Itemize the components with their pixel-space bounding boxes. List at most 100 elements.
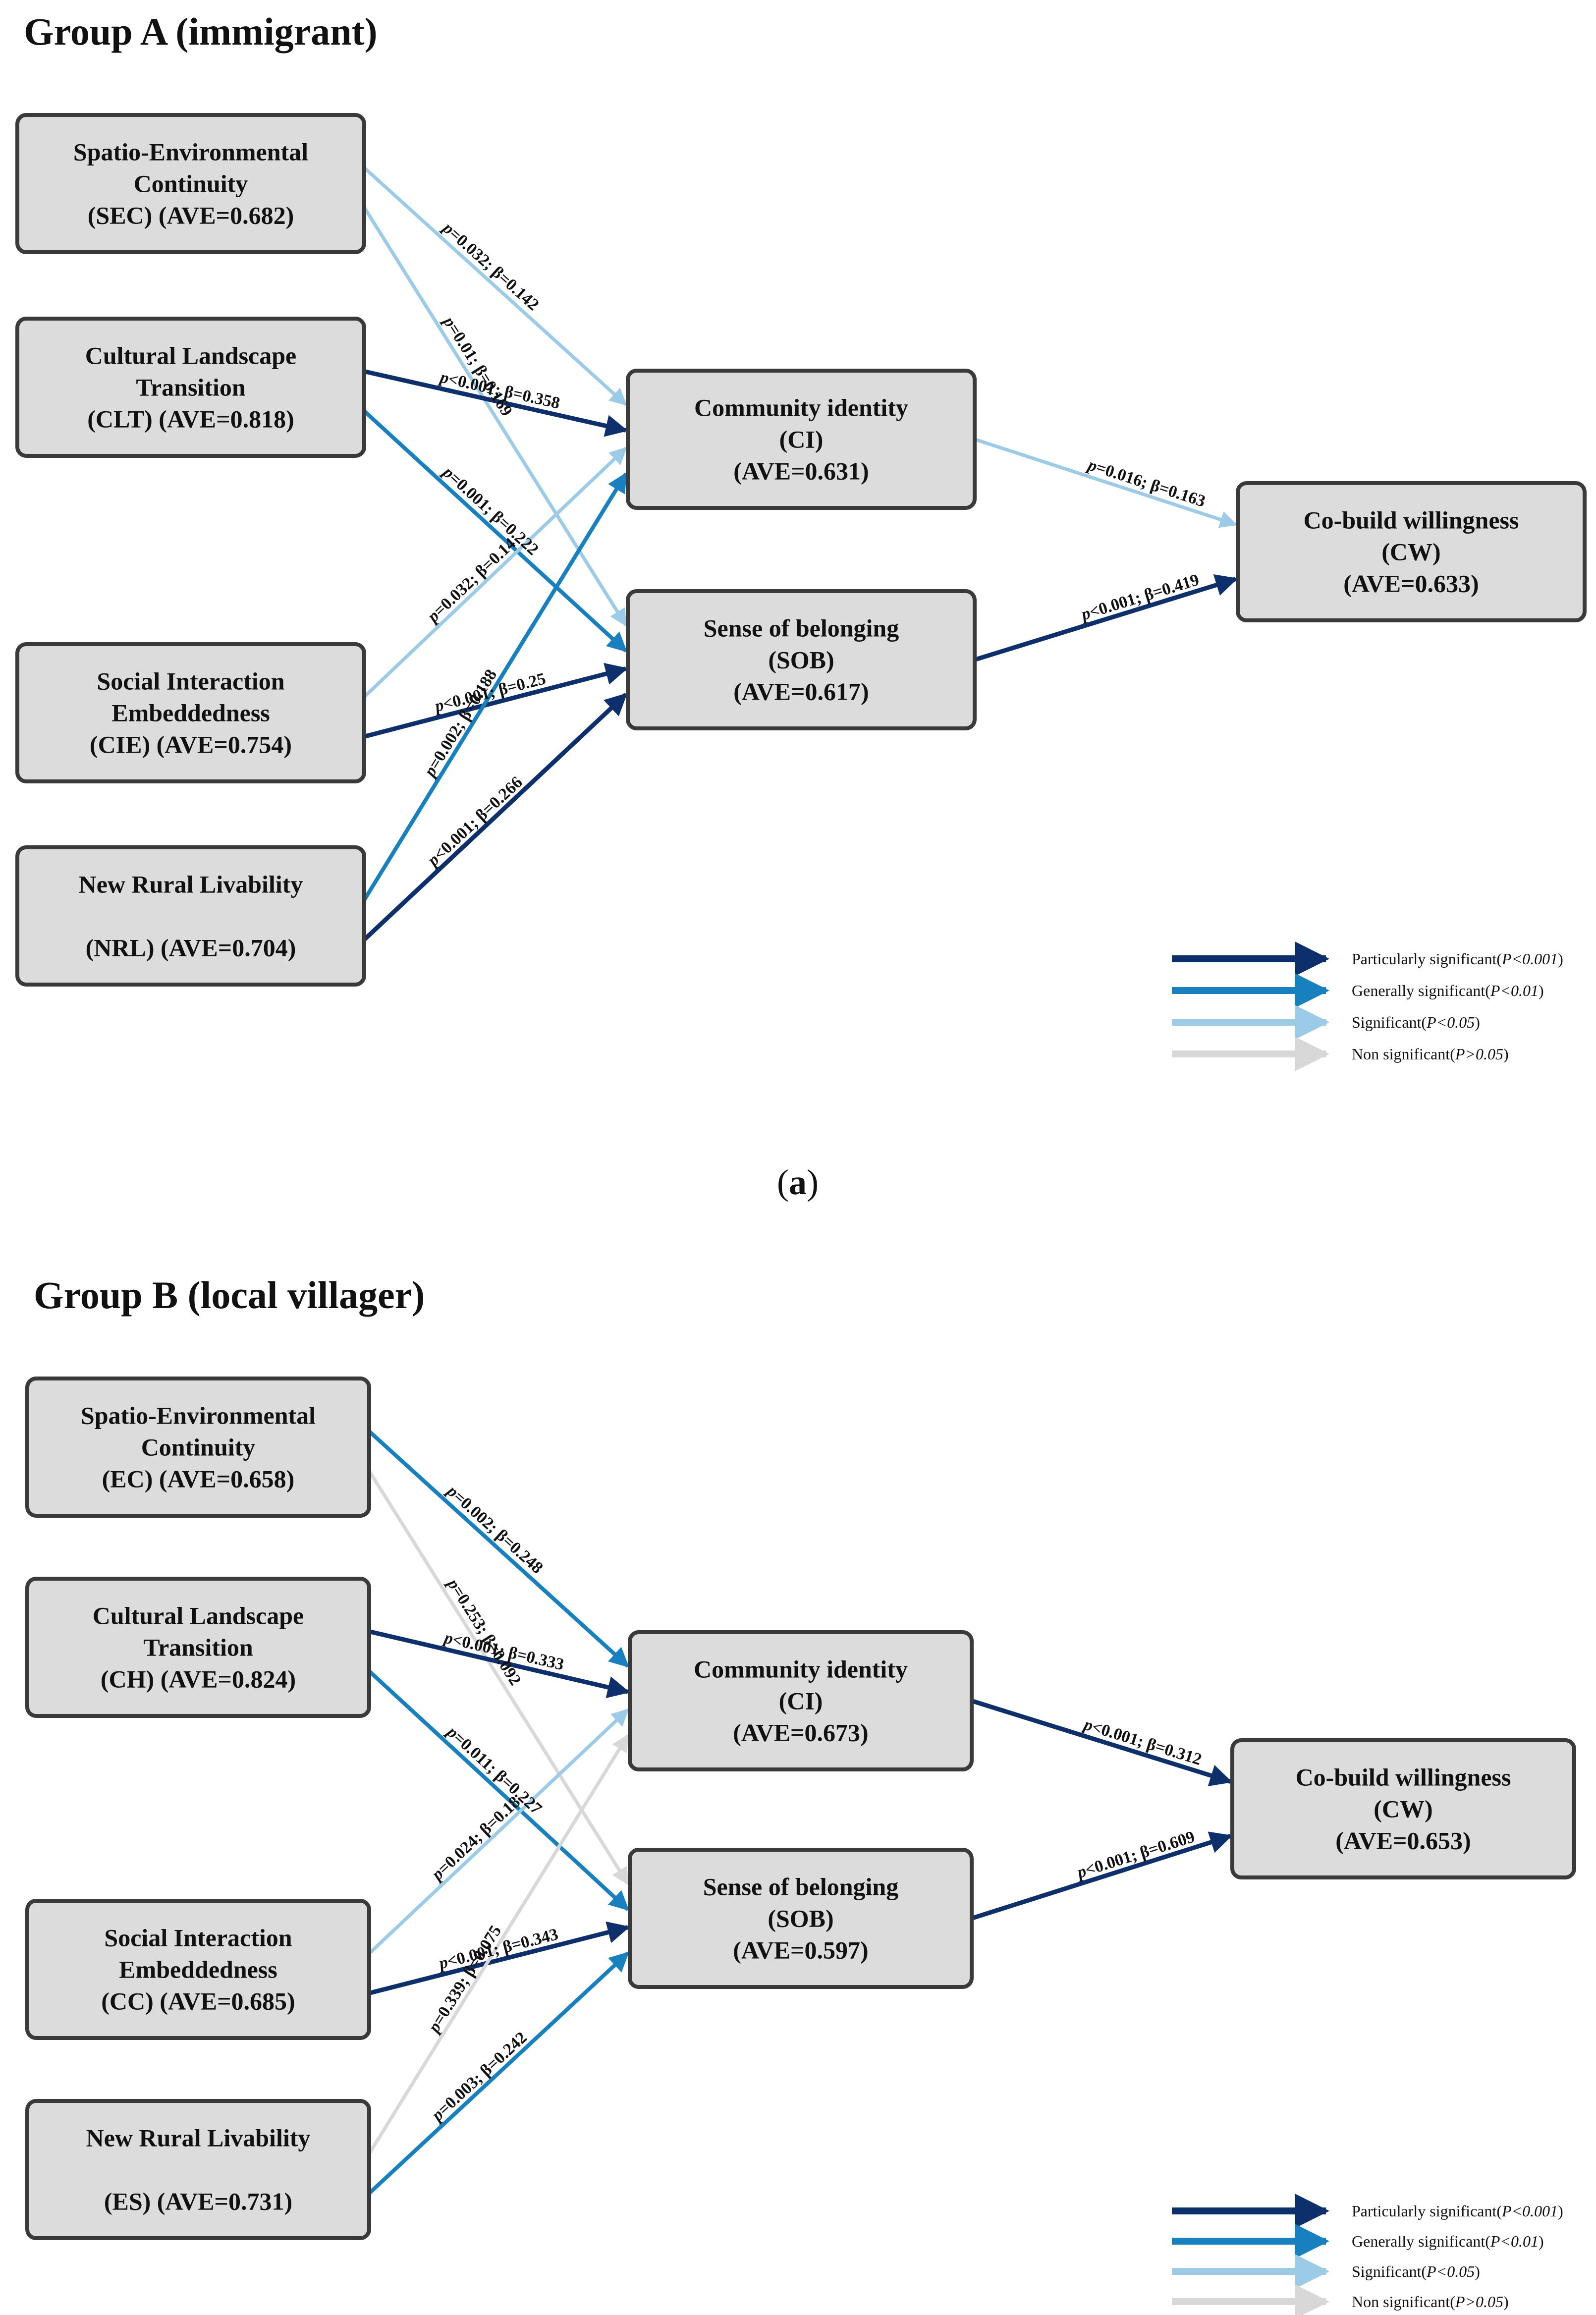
path-label-sob-to-cw: p<0.001; β=0.609 [1074,1827,1197,1882]
node-label-line: (SEC) (AVE=0.682) [88,202,294,229]
panel-a: Group A (immigrant) p=0.032; β=0.142p=0.0… [15,10,1587,1071]
node-sob: Sense of belonging(SOB)(AVE=0.597) [628,1848,974,1989]
node-cw: Co-build willingness (CW) (AVE=0.653) [1230,1738,1576,1879]
node-label-line: Co-build willingness [1296,1764,1511,1791]
node-box [626,589,977,730]
path-label-sec-to-sob: p=0.01; β=0.169 [439,312,516,419]
group-title: Group A (immigrant) [24,10,378,53]
legend-label-nonsig: Non significant(P>0.05) [1352,2293,1509,2311]
arrow-nrl-to-sob [368,1951,629,2195]
arrow-cie-to-ci [368,1708,629,1955]
arrow-clt-to-sob [368,1669,629,1911]
node-label-line: Community identity [694,394,908,422]
node-box [15,113,366,254]
arrow-nrl-to-ci [368,1734,629,2155]
node-label-line: (CW) [1374,1795,1432,1823]
node-box [15,845,366,987]
node-label-line: (ES) (AVE=0.731) [104,2188,292,2215]
legend-label-particularly: Particularly significant(P<0.001) [1352,950,1563,968]
path-label-nrl-to-ci: p=0.339; β=0.075 [424,1922,505,2037]
path-arrows [362,166,1238,941]
legend-label-generally: Generally significant(P<0.01) [1352,2232,1544,2250]
node-label-line: Sense of belonging [704,614,899,642]
node-nrl: New Rural Livability (NRL) (AVE=0.704) [15,845,366,987]
arrow-clt-to-ci [364,369,628,437]
node-label-line: (CC) (AVE=0.685) [101,1987,295,2015]
node-label-line: Community identity [694,1655,908,1683]
node-label-line: (CW) [1381,538,1440,566]
node-label-line: (SOB) [768,1905,833,1932]
node-label-line: Spatio-Environmental [81,1402,316,1430]
node-label-line: Continuity [134,170,248,198]
node-label-line: (NRL) (AVE=0.704) [86,934,296,962]
node-nrl: New Rural Livability (ES) (AVE=0.731) [25,2099,371,2240]
node-label-line: (AVE=0.597) [733,1936,868,1964]
node-box [628,1630,974,1771]
node-label-line: Transition [143,1634,253,1661]
node-box [1236,481,1587,622]
legend-label-significant: Significant(P<0.05) [1352,2262,1480,2280]
node-label-line: Embeddedness [111,699,270,727]
legend: Particularly significant(P<0.001)General… [1172,941,1563,1071]
figure-caption: (a) [777,1162,819,1202]
path-label-nrl-to-sob: p<0.001; β=0.266 [423,773,526,871]
arrow-ci-to-cw [971,1699,1233,1786]
node-box [25,1577,371,1718]
node-box [626,369,977,510]
node-label-line: (CI) [779,426,824,453]
node-label-line: (AVE=0.633) [1343,570,1479,598]
node-label-line: Social Interaction [97,667,284,695]
node-label-line: (CI) [779,1687,823,1715]
node-label-line: (AVE=0.673) [733,1719,868,1747]
node-box [25,2099,371,2240]
arrow-sob-to-cw [974,574,1238,662]
arrow-sec-to-ci [363,166,627,406]
arrow-cie-to-ci [363,446,627,699]
node-label-line: (CIE) (AVE=0.754) [90,731,292,759]
path-label-nrl-to-sob: p=0.003; β=0.242 [427,2028,530,2125]
node-label-line: Spatio-Environmental [73,138,308,166]
path-label-cie-to-ci: p=0.024; β=0.18 [427,1793,524,1885]
node-label-line: (SOB) [768,646,834,674]
path-label-clt-to-sob: p=0.001; β=0.222 [438,462,542,559]
arrow-sec-to-sob [363,206,627,627]
node-ci: Community identity (CI) (AVE=0.673) [628,1630,974,1771]
node-label-line: (CLT) (AVE=0.818) [87,405,294,433]
panel-b: Group B (local villager)p=0.002; β=0.248… [25,1273,1576,2315]
path-label-clt-to-sob: p=0.011; β=0.227 [442,1722,546,1818]
node-label-line: Transition [136,374,246,401]
arrow-sec-to-sob [368,1470,629,1885]
arrow-nrl-to-sob [362,693,628,941]
node-label-line: Embeddedness [119,1956,277,1984]
node-box [25,1377,371,1518]
node-label-line: (AVE=0.653) [1335,1827,1471,1855]
node-label-line: Cultural Landscape [85,342,296,370]
node-label-line: New Rural Livability [86,2124,311,2152]
node-label-line: Co-build willingness [1304,506,1519,534]
arrow-sob-to-cw [971,1831,1233,1921]
node-label-line: (AVE=0.617) [733,678,869,706]
arrow-sec-to-ci [368,1430,629,1668]
path-label-sec-to-ci: p=0.002; β=0.248 [442,1481,547,1577]
node-box [15,317,366,458]
arrow-ci-to-cw [974,438,1238,528]
arrow-cie-to-sob [363,662,628,739]
node-sob: Sense of belonging (SOB) (AVE=0.617) [626,589,977,730]
arrow-cie-to-sob [368,1921,630,1995]
node-label-line: (CH) (AVE=0.824) [101,1665,296,1693]
path-label-ci-to-cw: p=0.016; β=0.163 [1084,455,1208,511]
node-label-line: New Rural Livability [79,871,303,898]
path-label-cie-to-ci: p=0.032; β=0.14 [423,535,519,627]
node-label-line: Social Interaction [104,1924,292,1952]
path-arrows [368,1430,1233,2195]
